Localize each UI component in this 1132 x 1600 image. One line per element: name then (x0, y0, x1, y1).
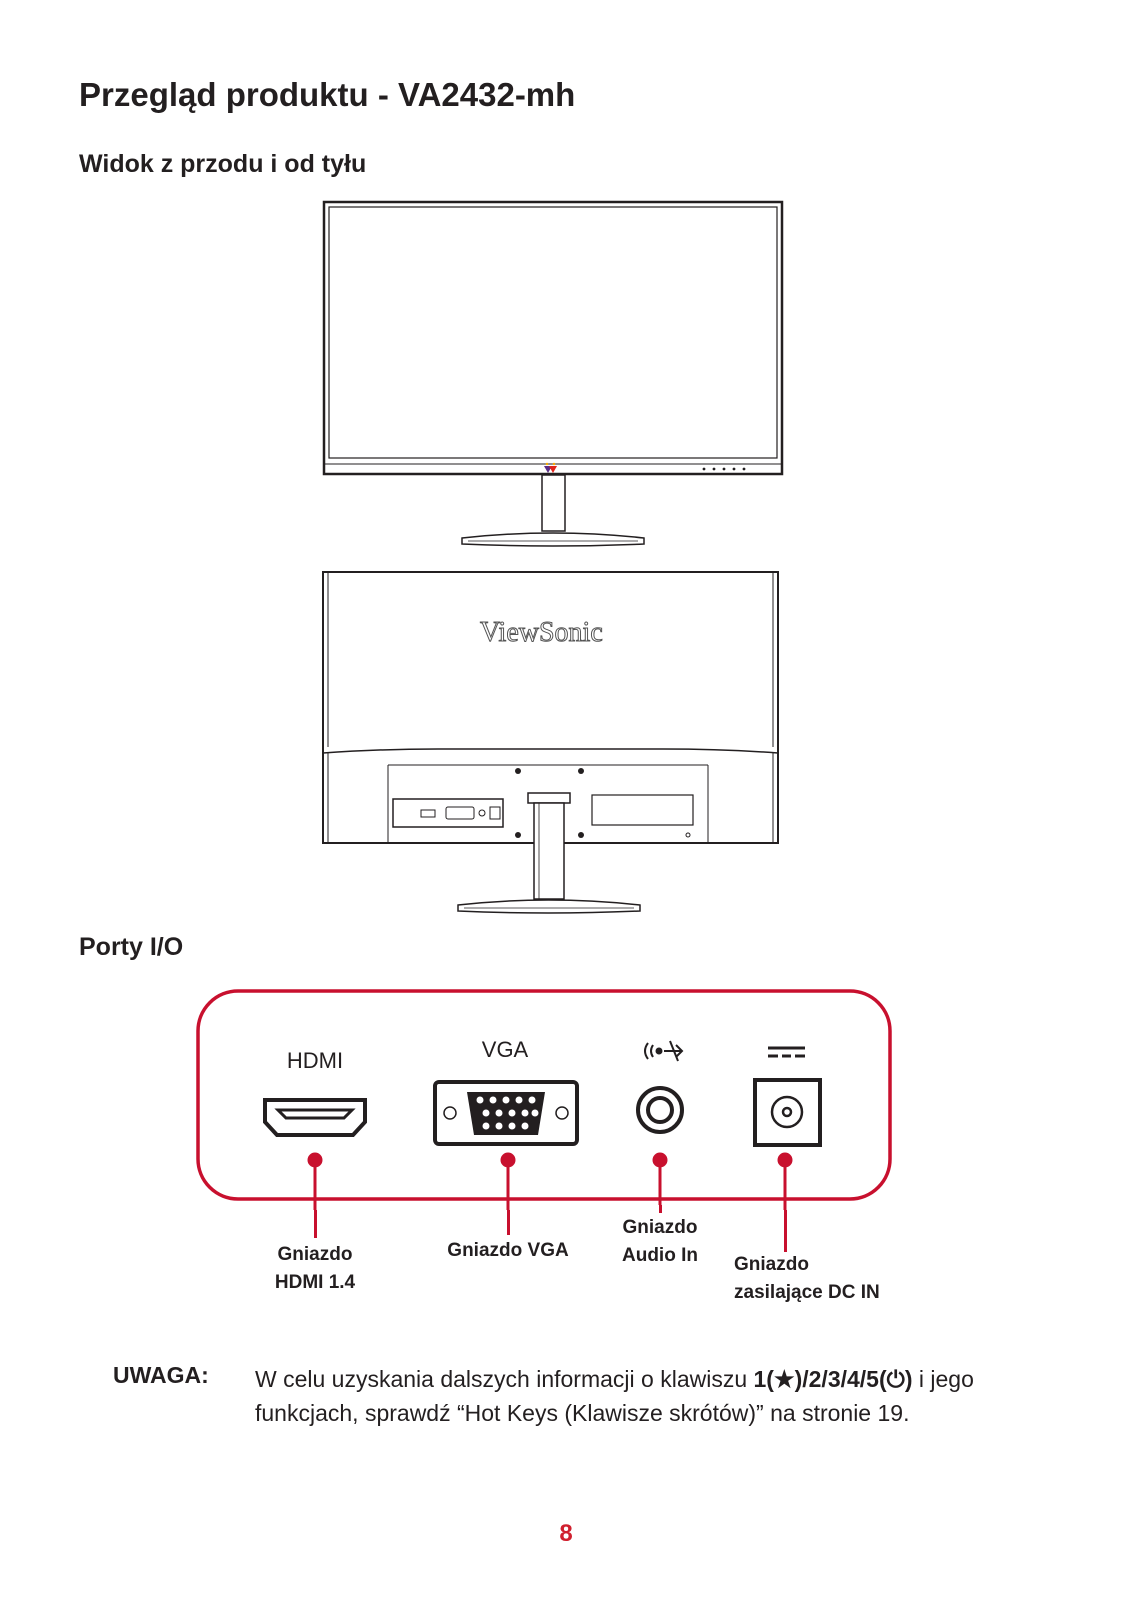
io-ports-diagram (196, 989, 892, 1210)
viewsonic-logo-icon (544, 462, 557, 473)
dc-port-icon (753, 1078, 822, 1147)
vga-port-icon (433, 1080, 579, 1146)
section-heading-front-back: Widok z przodu i od tyłu (79, 150, 367, 178)
viewsonic-rear-logo: ViewSonic (480, 617, 604, 649)
hdmi-port-title: HDMI (286, 1048, 344, 1073)
page-title: Przegląd produktu - VA2432-mh (79, 76, 576, 113)
dc-callout: Gniazdo zasilające DC IN (734, 1254, 880, 1303)
audio-callout-line (659, 1205, 662, 1213)
section-heading-ports: Porty I/O (79, 933, 184, 961)
monitor-rear-view (322, 571, 779, 914)
monitor-front-view (322, 200, 784, 547)
note-label: UWAGA: (113, 1362, 209, 1388)
hotkeys-keys: 1(★)/2/3/4/5(⏻) (753, 1366, 913, 1392)
dc-callout-line (784, 1210, 787, 1252)
audio-in-icon (644, 1040, 684, 1062)
front-buttons (702, 467, 746, 471)
hdmi-port-icon (263, 1098, 367, 1137)
hdmi-callout-line (314, 1210, 317, 1238)
note-text: W celu uzyskania dalszych informacji o k… (255, 1366, 974, 1426)
vga-callout: Gniazdo VGA (447, 1240, 569, 1261)
audio-port-icon (636, 1086, 684, 1134)
dc-power-icon (768, 1046, 805, 1058)
vga-port-title: VGA (481, 1037, 529, 1062)
audio-callout: Gniazdo Audio In (622, 1217, 698, 1266)
page-number: 8 (559, 1520, 573, 1547)
hdmi-callout: Gniazdo HDMI 1.4 (274, 1244, 356, 1293)
vga-callout-line (507, 1210, 510, 1235)
